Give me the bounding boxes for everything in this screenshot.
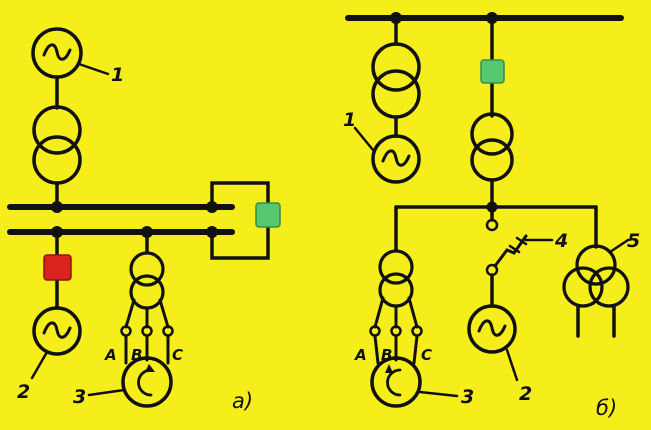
label-transformer-5-b: 5 (627, 230, 640, 252)
label-generator-2-b: 2 (519, 383, 532, 405)
switch-4-b (493, 234, 554, 268)
label-phase-a-b: A (354, 346, 367, 364)
label-generator-1-b: 1 (343, 109, 356, 131)
motor-3-b (370, 356, 459, 408)
diagram-b (345, 12, 630, 408)
transformer-motor-b (378, 249, 414, 308)
breaker-green-a (255, 202, 281, 228)
motor-3-a (87, 356, 173, 408)
label-motor-3-b: 3 (461, 386, 474, 408)
label-phase-c-b: C (421, 346, 432, 364)
generator-2-a (30, 306, 82, 380)
label-generator-1-a: 1 (111, 64, 124, 86)
transformer-aux-b (470, 112, 514, 182)
label-phase-a-a: A (104, 346, 117, 364)
label-generator-2-a: 2 (17, 381, 30, 403)
generator-1-a (31, 27, 110, 79)
breaker-red-a (43, 254, 72, 281)
label-phase-b-a: B (131, 346, 142, 364)
generator-2-b (467, 304, 519, 382)
transformer-three-winding-5-b (562, 238, 630, 308)
transformer-a (32, 105, 82, 185)
label-phase-c-a: C (172, 346, 183, 364)
transformer-motor-a (129, 251, 165, 310)
caption-b: б) (596, 396, 617, 420)
label-switch-4-b: 4 (554, 230, 568, 252)
diagram-a (7, 27, 281, 408)
caption-a: a) (232, 389, 253, 413)
transformer-gen-b (371, 42, 421, 119)
label-motor-3-a: 3 (73, 386, 86, 408)
label-phase-b-b: B (381, 346, 392, 364)
generator-1-b (353, 126, 421, 184)
breaker-green-b (480, 59, 505, 84)
